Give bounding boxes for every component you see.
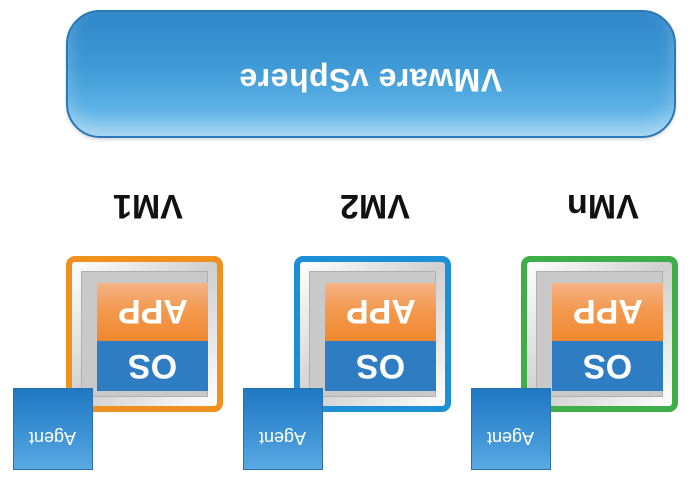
app-block: APP [97, 283, 208, 341]
agent-box-vm1: Agent [13, 388, 93, 470]
vm-label-vmn: VMn [543, 186, 663, 226]
vm-label-text: VM2 [340, 187, 410, 225]
vm-inner-panel: APP OS [309, 271, 436, 397]
os-label: OS [355, 347, 406, 385]
vm-label-text: VM1 [113, 187, 183, 225]
agent-label: Agent [487, 428, 535, 448]
os-label: OS [582, 347, 633, 385]
vm-box-vmn: APP OS [521, 256, 678, 412]
vsphere-label-text: VMware vSphere [239, 62, 503, 98]
os-block: OS [552, 341, 663, 391]
agent-box-vm2: Agent [243, 388, 323, 470]
app-block: APP [552, 283, 663, 341]
agent-label: Agent [29, 428, 77, 448]
agent-label: Agent [259, 428, 307, 448]
os-block: OS [325, 341, 436, 391]
vm-box-vm2: APP OS [294, 256, 451, 412]
vm-box-vm1: APP OS [66, 256, 223, 412]
vm-label-vm1: VM1 [88, 186, 208, 226]
app-block: APP [325, 283, 436, 341]
vm-inner-panel: APP OS [81, 271, 208, 397]
vm-label-text: VMn [567, 187, 639, 225]
vm-inner-panel: APP OS [536, 271, 663, 397]
app-label: APP [572, 292, 643, 330]
agent-box-vmn: Agent [471, 388, 551, 470]
app-label: APP [345, 292, 416, 330]
os-label: OS [127, 347, 178, 385]
app-label: APP [117, 292, 188, 330]
vm-label-vm2: VM2 [315, 186, 435, 226]
vsphere-platform-bar: VMware vSphere [66, 10, 676, 138]
vsphere-label: VMware vSphere [68, 62, 674, 98]
os-block: OS [97, 341, 208, 391]
